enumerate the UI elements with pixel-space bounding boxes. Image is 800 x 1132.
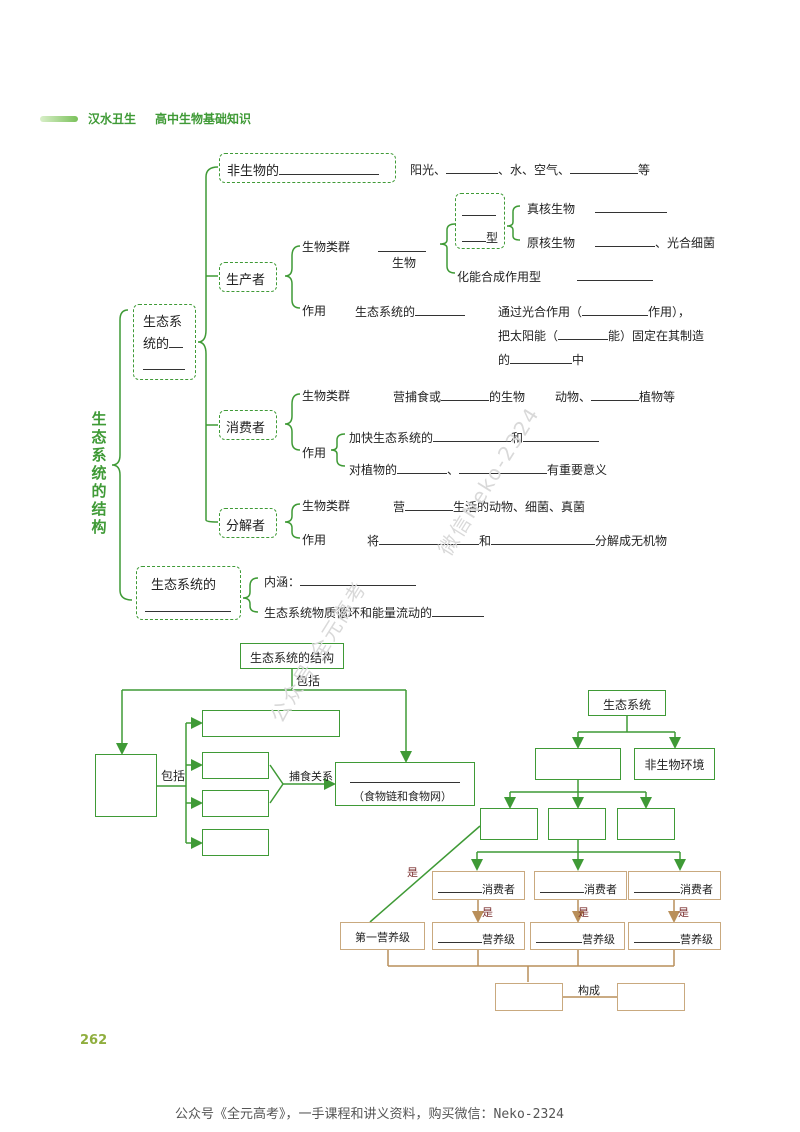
is-label-producer: 是 — [407, 866, 418, 879]
abiotic-label: 非生物环境 — [644, 758, 705, 772]
trophic-box-4 — [628, 922, 721, 950]
nonliving-content: 阳光、、水、空气、等 — [410, 160, 650, 178]
composition-box — [133, 304, 196, 380]
is-label-2: 是 — [578, 906, 589, 919]
producer-type-label: 生物类群 — [302, 240, 351, 254]
biotic-blank-box — [535, 748, 621, 780]
producer-label: 生产者 — [226, 273, 266, 288]
decomposer-label: 分解者 — [226, 519, 266, 534]
ecosystem-label: 生态系统 — [602, 698, 651, 712]
nutrition-box-blank — [145, 597, 231, 616]
component-box-3 — [202, 790, 269, 817]
component-box-1 — [202, 710, 340, 737]
producer-role-line2: 把太阳能（能）固定在其制造 — [498, 326, 704, 344]
includes-left-label: 包括 — [161, 769, 186, 783]
component-box-2 — [202, 752, 269, 779]
consumer-box-1 — [432, 871, 525, 900]
foodweb-label: （食物链和食物网） — [353, 790, 452, 803]
page-number: 262 — [80, 1033, 108, 1048]
structure-top-box — [240, 643, 344, 669]
header-bar-decoration — [40, 116, 78, 122]
nonliving-label: 非生物的 — [227, 160, 380, 179]
component-box-4 — [202, 829, 269, 856]
consumer-type-text: 营捕食或的生物动物、植物等 — [393, 387, 675, 405]
eukaryote-row: 真核生物 — [527, 199, 668, 217]
consumer-box-3-text: 消费者 — [634, 879, 713, 897]
producer-type-box-blank1 — [462, 202, 496, 219]
nonliving-box — [219, 153, 396, 183]
consumer-role1: 加快生态系统的和 — [349, 428, 600, 446]
foodweb-result-box — [617, 983, 685, 1011]
foodweb-blank — [350, 768, 460, 787]
footer-note: 公众号《全元高考》，一手课程和讲义资料，购买微信：Neko-2324 — [175, 1107, 564, 1122]
consumer-box — [219, 410, 277, 440]
structure-top-label: 生态系统的结构 — [249, 651, 334, 665]
decomposer-role-text: 将和分解成无机物 — [367, 531, 667, 549]
consumer-box-2-text: 消费者 — [540, 879, 617, 897]
nutrition-channel: 生态系统物质循环和能量流动的 — [264, 603, 485, 621]
nutrition-connotation: 内涵： — [264, 572, 417, 590]
trophic-box-3-text: 营养级 — [536, 929, 615, 947]
predation-label: 捕食关系 — [289, 770, 333, 783]
foodweb-box — [335, 762, 475, 806]
producer-role-line1: 通过光合作用（作用）， — [498, 302, 690, 320]
consumer-label: 消费者 — [226, 421, 266, 436]
producer-role-text: 生态系统的 — [355, 302, 466, 320]
producer-role-label: 作用 — [302, 304, 327, 318]
chemosynthesis-row: 化能合成作用型 — [457, 267, 654, 285]
producer-type-blank — [378, 238, 426, 255]
group-box-3 — [617, 808, 675, 840]
components-box — [95, 754, 157, 817]
header-book-title: 高中生物基础知识 — [155, 112, 252, 126]
composition-box-label: 生态系统的 — [143, 312, 193, 378]
header-series: 汉水丑生 — [88, 112, 137, 126]
consumer-type-label: 生物类群 — [302, 389, 351, 403]
outline-braces — [111, 166, 521, 613]
decomposer-type-label: 生物类群 — [302, 499, 351, 513]
producer-box — [219, 262, 277, 292]
includes-top-label: 包括 — [296, 674, 321, 688]
producer-organism: 生物 — [392, 256, 417, 270]
trophic-box-4-text: 营养级 — [634, 929, 713, 947]
foodchain-box — [495, 983, 563, 1011]
first-trophic-label: 第一营养级 — [355, 931, 410, 944]
group-box-1 — [480, 808, 538, 840]
is-label-3: 是 — [678, 906, 689, 919]
trophic-box-2 — [432, 922, 525, 950]
decomposer-role-label: 作用 — [302, 533, 327, 547]
consumer-role-label: 作用 — [302, 446, 327, 460]
consumer-box-3 — [628, 871, 721, 900]
group-box-2 — [548, 808, 606, 840]
consumer-box-1-text: 消费者 — [438, 879, 515, 897]
decomposer-type-text: 营生活的动物、细菌、真菌 — [393, 497, 585, 515]
nutrition-box-label: 生态系统的 — [151, 578, 217, 593]
consumer-role2: 对植物的、有重要意义 — [349, 460, 607, 478]
prokaryote-row: 原核生物、光合细菌 — [527, 233, 715, 251]
decomposer-box — [219, 508, 277, 538]
trophic-box-2-text: 营养级 — [438, 929, 515, 947]
first-trophic-box — [340, 922, 425, 950]
constitute-label: 构成 — [578, 984, 600, 997]
trophic-box-3 — [530, 922, 625, 950]
abiotic-box — [634, 748, 715, 780]
side-title: 生态系统的结构 — [91, 410, 107, 536]
is-label-1: 是 — [482, 906, 493, 919]
nutrition-box — [136, 566, 241, 620]
producer-role-line3: 的中 — [498, 350, 584, 368]
consumer-box-2 — [534, 871, 627, 900]
producer-type-box — [455, 193, 505, 249]
ecosystem-box — [588, 690, 666, 716]
producer-type-box-blank2: 型 — [462, 228, 498, 246]
